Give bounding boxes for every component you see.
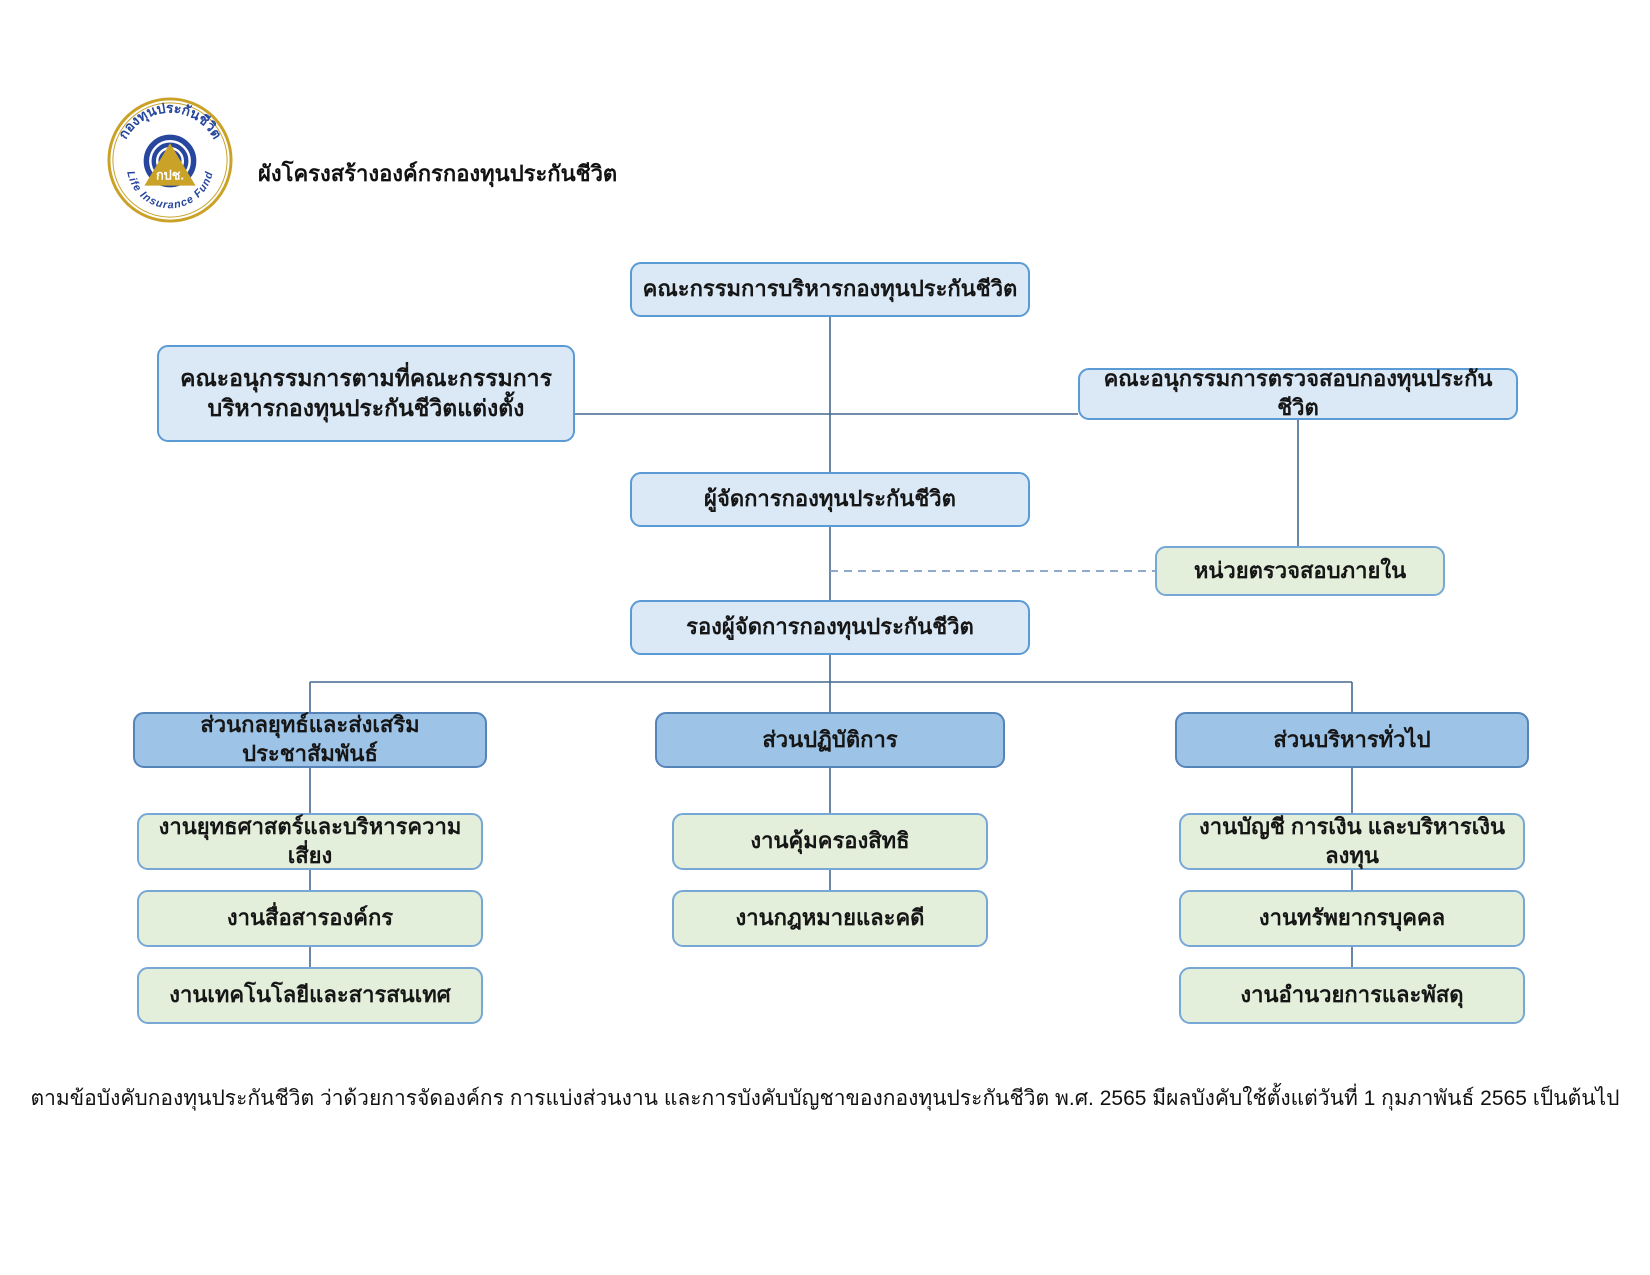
unit-label: งานบัญชี การเงิน และบริหารเงินลงทุน — [1198, 813, 1506, 868]
node-label: ผู้จัดการกองทุนประกันชีวิต — [704, 486, 956, 512]
logo-center-text: กปช. — [156, 168, 184, 183]
division-operations: ส่วนปฏิบัติการ — [655, 712, 1005, 768]
unit-human-resources: งานทรัพยากรบุคคล — [1179, 890, 1525, 947]
node-label: หน่วยตรวจสอบภายใน — [1193, 557, 1407, 583]
footer-note: ตามข้อบังคับกองทุนประกันชีวิต ว่าด้วยการ… — [30, 1087, 1620, 1110]
logo-triangle-icon — [144, 143, 196, 186]
page-title: ผังโครงสร้างองค์กรกองทุนประกันชีวิต — [258, 161, 618, 186]
unit-accounting-finance-investment: งานบัญชี การเงิน และบริหารเงินลงทุน — [1179, 813, 1525, 870]
unit-technology-information: งานเทคโนโลยีและสารสนเทศ — [137, 967, 483, 1024]
division-general-admin: ส่วนบริหารทั่วไป — [1175, 712, 1529, 768]
node-deputy-fund-manager: รองผู้จัดการกองทุนประกันชีวิต — [630, 600, 1030, 655]
node-appointed-subcommittee: คณะอนุกรรมการตามที่คณะกรรมการ บริหารกองท… — [157, 345, 575, 442]
unit-strategy-risk: งานยุทธศาสตร์และบริหารความเสี่ยง — [137, 813, 483, 870]
node-fund-manager: ผู้จัดการกองทุนประกันชีวิต — [630, 472, 1030, 527]
node-label-line2: บริหารกองทุนประกันชีวิตแต่งตั้ง — [207, 394, 525, 421]
unit-facilitation-supplies: งานอำนวยการและพัสดุ — [1179, 967, 1525, 1024]
node-label: รองผู้จัดการกองทุนประกันชีวิต — [686, 614, 974, 640]
unit-label: งานทรัพยากรบุคคล — [1258, 905, 1446, 931]
node-label-line1: คณะอนุกรรมการตามที่คณะกรรมการ — [180, 364, 552, 391]
node-internal-audit-unit: หน่วยตรวจสอบภายใน — [1155, 546, 1445, 596]
unit-label: งานอำนวยการและพัสดุ — [1240, 982, 1464, 1008]
life-insurance-fund-logo: กองทุนประกันชีวิต Life Insurance Fund กป… — [107, 97, 233, 223]
unit-label: งานสื่อสารองค์กร — [226, 905, 394, 931]
node-audit-subcommittee: คณะอนุกรรมการตรวจสอบกองทุนประกันชีวิต — [1078, 366, 1518, 420]
unit-label: งานยุทธศาสตร์และบริหารความเสี่ยง — [158, 813, 462, 868]
division-label: ส่วนบริหารทั่วไป — [1273, 726, 1431, 752]
node-label: คณะอนุกรรมการตรวจสอบกองทุนประกันชีวิต — [1103, 366, 1493, 420]
node-label: คณะกรรมการบริหารกองทุนประกันชีวิต — [642, 276, 1018, 302]
unit-label: งานเทคโนโลยีและสารสนเทศ — [169, 982, 451, 1008]
node-board-of-directors: คณะกรรมการบริหารกองทุนประกันชีวิต — [630, 262, 1030, 317]
unit-corporate-communications: งานสื่อสารองค์กร — [137, 890, 483, 947]
unit-legal-litigation: งานกฎหมายและคดี — [672, 890, 988, 947]
unit-label: งานคุ้มครองสิทธิ — [750, 828, 910, 854]
division-label: ส่วนกลยุทธ์และส่งเสริมประชาสัมพันธ์ — [200, 712, 420, 766]
unit-rights-protection: งานคุ้มครองสิทธิ — [672, 813, 988, 870]
division-label: ส่วนปฏิบัติการ — [762, 726, 898, 752]
division-strategy-pr: ส่วนกลยุทธ์และส่งเสริมประชาสัมพันธ์ — [133, 712, 487, 768]
unit-label: งานกฎหมายและคดี — [735, 905, 925, 931]
